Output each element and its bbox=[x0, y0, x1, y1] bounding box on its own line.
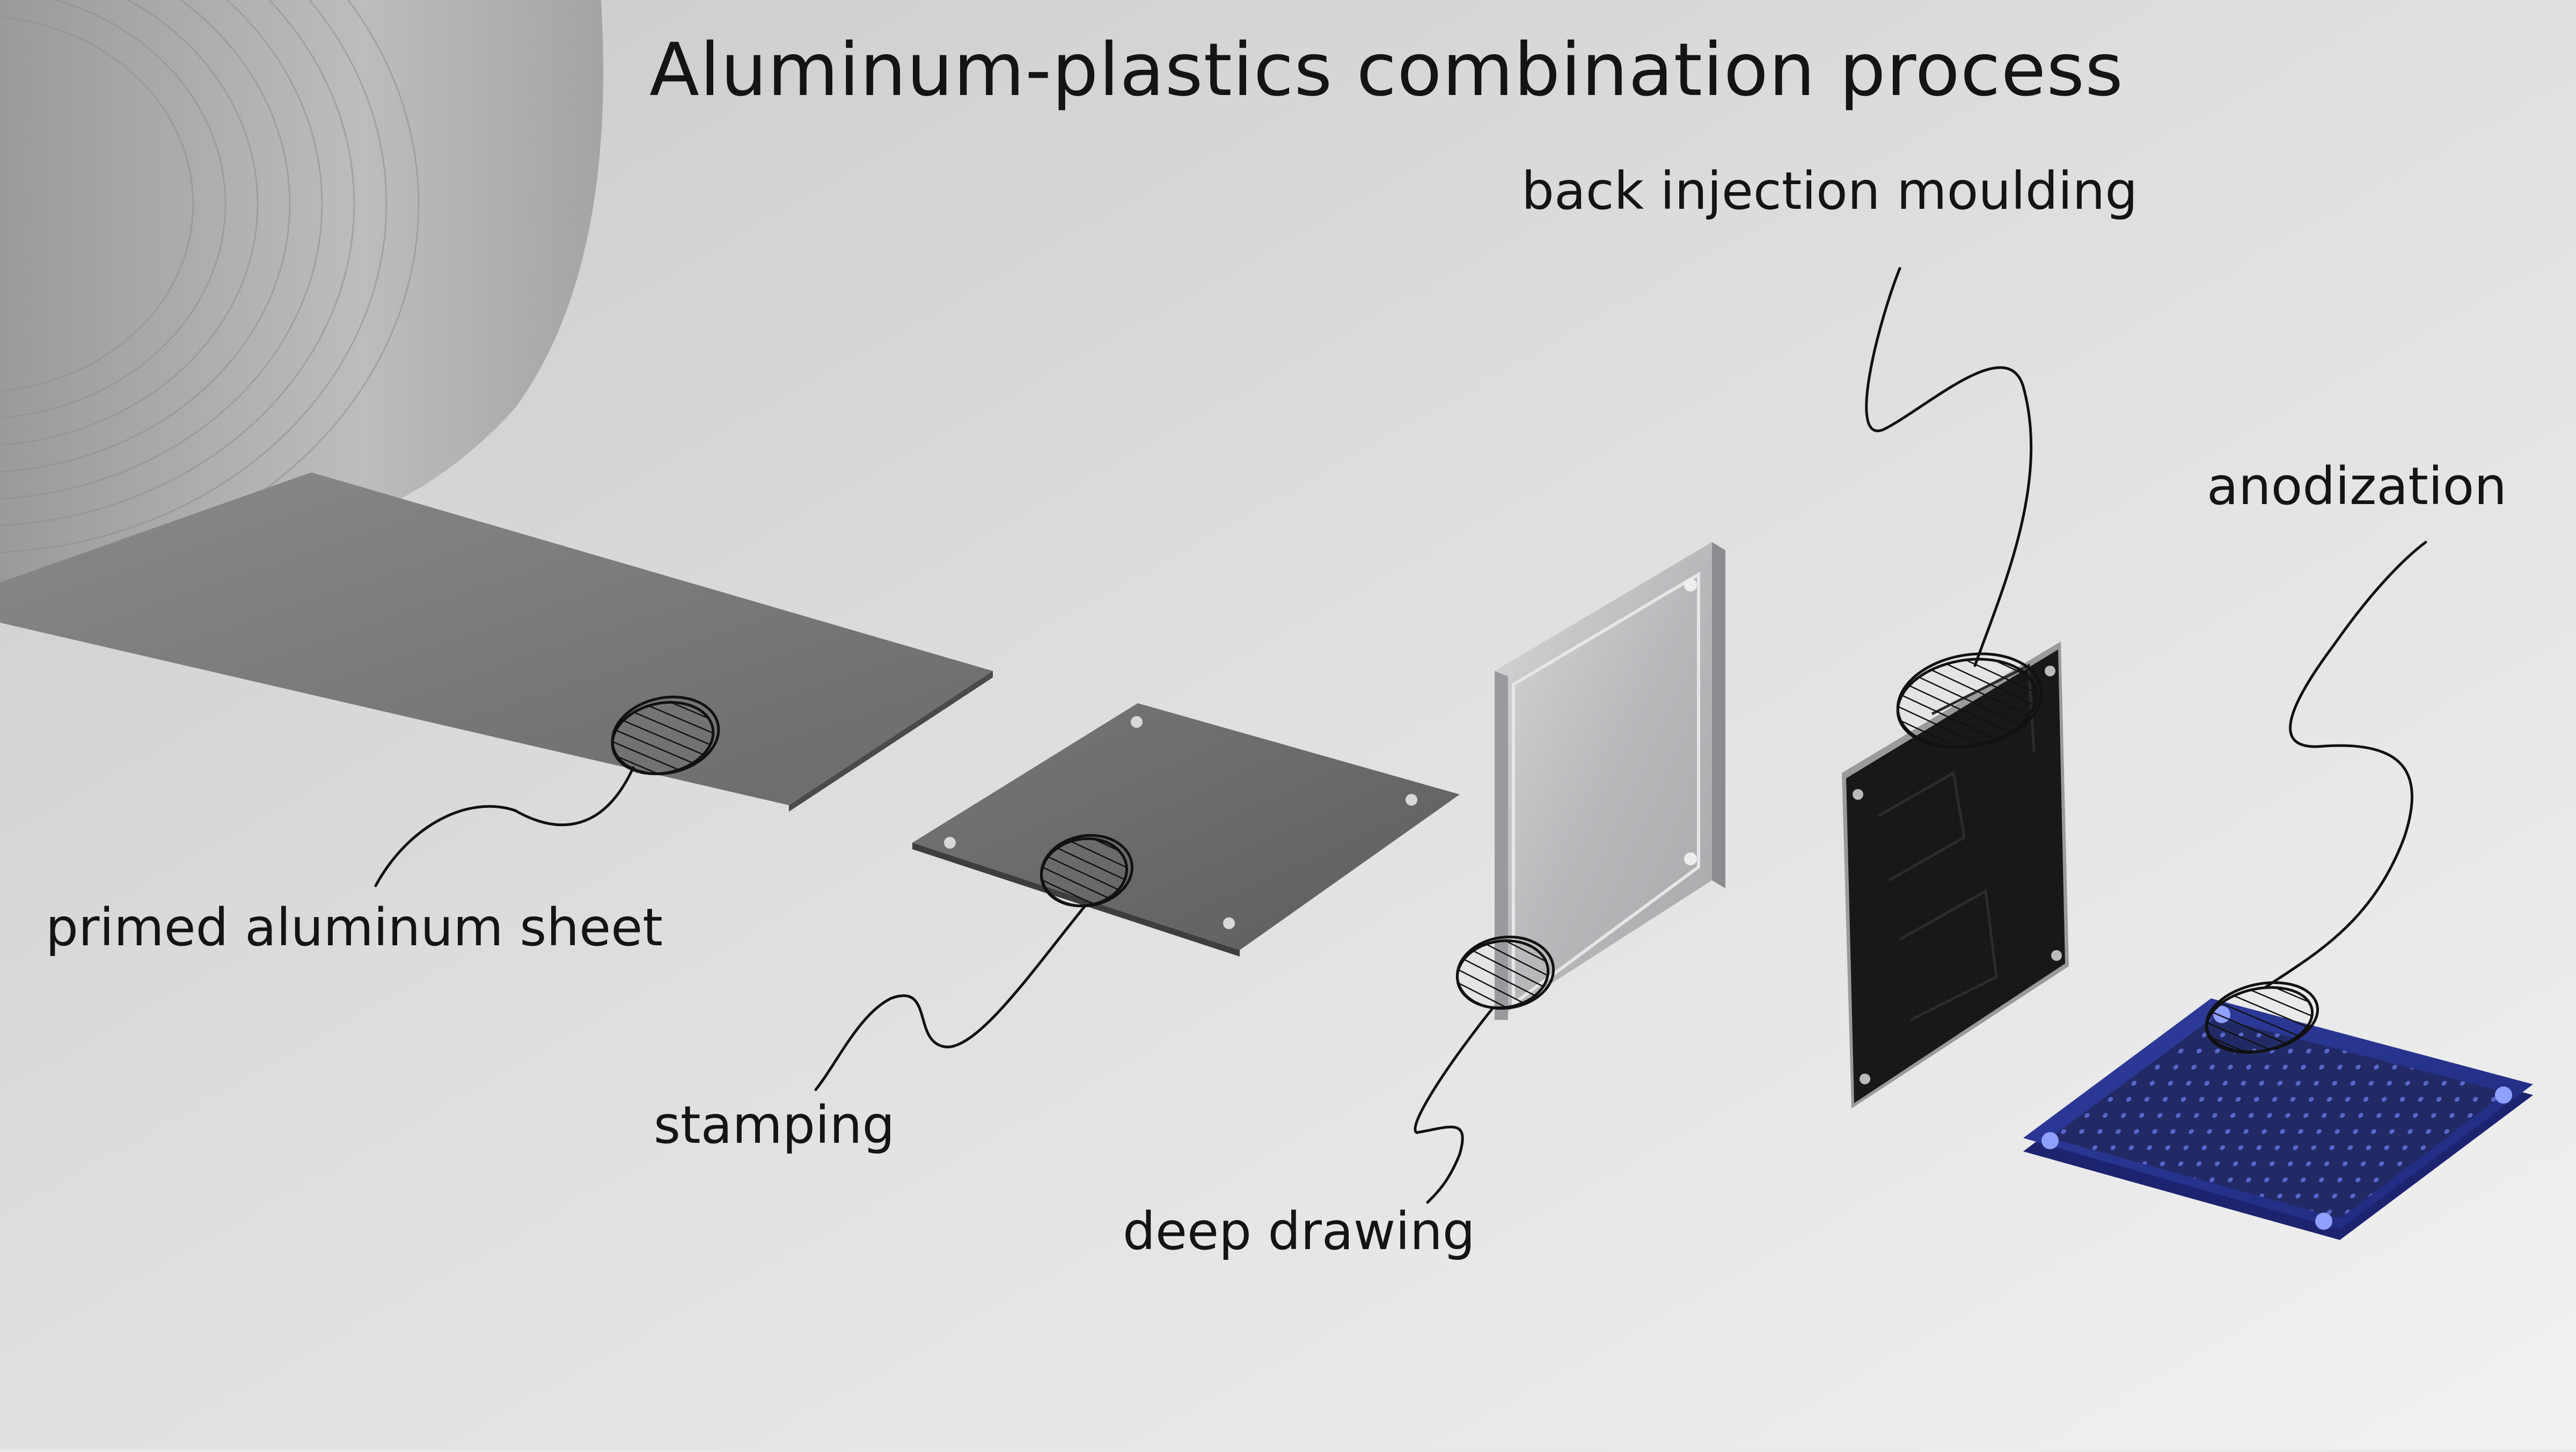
aluminum-coil bbox=[0, 0, 604, 585]
label-stamping: stamping bbox=[654, 1095, 895, 1155]
aluminum-sheet-strip bbox=[0, 472, 993, 812]
anodized-part bbox=[2023, 998, 2533, 1240]
deep-drawn-part bbox=[1495, 542, 1725, 1020]
diagram-title: Aluminum-plastics combination process bbox=[649, 28, 2124, 113]
label-primed-aluminum-sheet: primed aluminum sheet bbox=[46, 898, 663, 958]
label-deep-drawing: deep drawing bbox=[1123, 1201, 1475, 1261]
label-anodization: anodization bbox=[2207, 456, 2507, 516]
annotation-strokes bbox=[374, 267, 2427, 1204]
injection-moulded-part bbox=[1842, 641, 2069, 1108]
label-back-injection-moulding: back injection moulding bbox=[1521, 161, 2138, 221]
